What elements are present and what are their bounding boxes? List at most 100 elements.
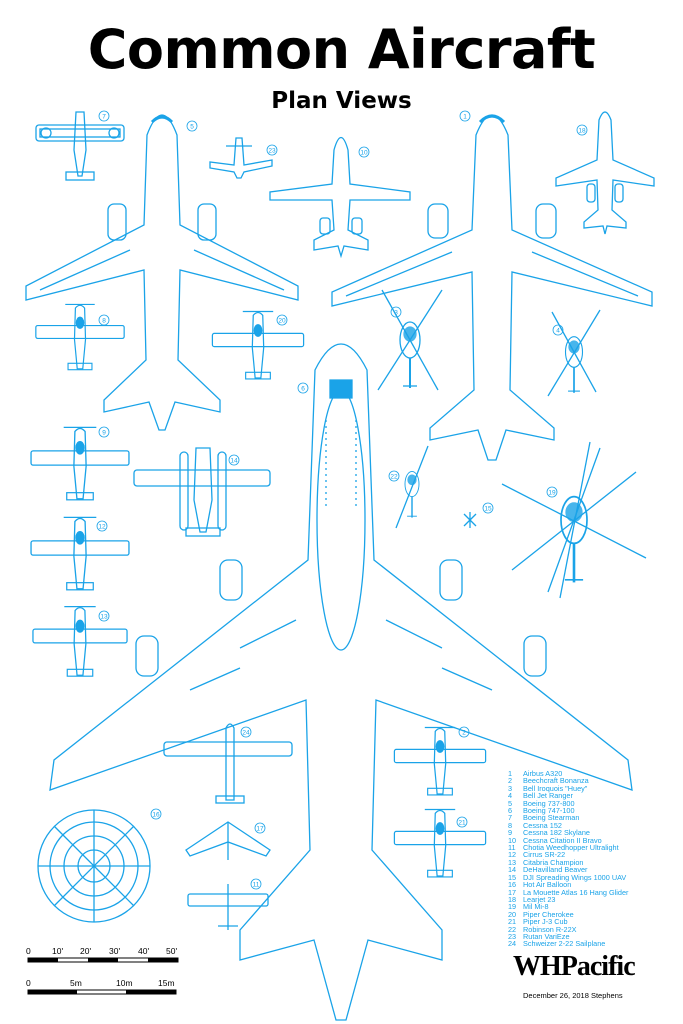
legend-item-number: 16 bbox=[508, 880, 517, 890]
callout-14: 14 bbox=[230, 458, 238, 465]
callout-8: 8 bbox=[102, 318, 106, 325]
legend-item-number: 19 bbox=[508, 902, 517, 912]
legend-item-name: Cirrus SR-22 bbox=[523, 850, 566, 860]
legend-item-name: Piper Cherokee bbox=[523, 909, 574, 919]
scale-ft-20: 20' bbox=[80, 946, 92, 956]
legend-item-name: Boeing 737-800 bbox=[523, 798, 575, 808]
legend-item-name: Mil Mi-8 bbox=[523, 902, 549, 912]
aircraft-7-outline bbox=[35, 111, 125, 181]
callout-10: 10 bbox=[360, 150, 368, 157]
legend-item-number: 6 bbox=[508, 806, 513, 816]
aircraft-4-outline bbox=[547, 309, 601, 397]
callout-2: 2 bbox=[462, 730, 466, 737]
legend-item-name: Chotia Weedhopper Ultralight bbox=[523, 843, 619, 853]
callout-5: 5 bbox=[190, 124, 194, 131]
legend-item-number: 18 bbox=[508, 894, 517, 904]
legend-item-name: Bell Jet Ranger bbox=[523, 791, 573, 801]
callout-1: 1 bbox=[463, 114, 467, 121]
legend-item-name: Beechcraft Bonanza bbox=[523, 776, 589, 786]
legend-item-number: 22 bbox=[508, 924, 517, 934]
legend-item: 6 Boeing 747-100 bbox=[508, 806, 628, 816]
callout-11: 11 bbox=[253, 882, 260, 889]
aircraft-11-outline bbox=[187, 884, 269, 930]
scale-ft-50: 50' bbox=[166, 946, 178, 956]
scale-m-10: 10m bbox=[116, 978, 133, 988]
legend-item-name: Cessna Citation II Bravo bbox=[523, 835, 602, 845]
callout-19: 19 bbox=[548, 490, 556, 497]
scale-ft-40: 40' bbox=[138, 946, 150, 956]
legend-item-number: 8 bbox=[508, 820, 513, 830]
legend-item-number: 17 bbox=[508, 887, 517, 897]
legend-item: 15 DJI Spreading Wings 1000 UAV bbox=[508, 872, 628, 882]
legend-item-number: 24 bbox=[508, 939, 517, 949]
legend-item-number: 4 bbox=[508, 791, 513, 801]
credit-line: December 26, 2018 Stephens bbox=[523, 991, 623, 1000]
aircraft-2-outline bbox=[393, 726, 487, 796]
scale-bar-graphic bbox=[27, 957, 179, 995]
callouts bbox=[96, 110, 588, 890]
legend-item-name: Boeing 747-100 bbox=[523, 806, 575, 816]
callout-18: 18 bbox=[578, 128, 586, 135]
legend-item-number: 15 bbox=[508, 872, 517, 882]
callout-24: 24 bbox=[242, 730, 250, 737]
legend-item: 14 DeHavilland Beaver bbox=[508, 865, 628, 875]
aircraft-23-outline bbox=[209, 137, 273, 179]
aircraft-13-outline bbox=[32, 605, 128, 677]
legend-item-number: 13 bbox=[508, 857, 517, 867]
aircraft-19-outline bbox=[501, 441, 647, 599]
aircraft-9-outline bbox=[30, 426, 130, 501]
aircraft-5-outline bbox=[25, 114, 299, 431]
aircraft-17-outline bbox=[185, 821, 271, 860]
callout-12: 12 bbox=[98, 524, 106, 531]
aircraft-22-outline bbox=[395, 445, 429, 529]
legend-item-number: 7 bbox=[508, 813, 513, 823]
aircraft-8-outline bbox=[35, 303, 125, 371]
aircraft-1-outline bbox=[331, 114, 653, 461]
scale-ft-10: 10' bbox=[52, 946, 64, 956]
legend-item-number: 23 bbox=[508, 931, 517, 941]
legend-item-number: 21 bbox=[508, 917, 517, 927]
legend-item-name: Hot Air Balloon bbox=[523, 880, 572, 890]
legend-item-name: DJI Spreading Wings 1000 UAV bbox=[523, 872, 627, 882]
callout-17: 17 bbox=[256, 826, 264, 833]
callout-13: 13 bbox=[100, 614, 108, 621]
legend-item-number: 10 bbox=[508, 835, 517, 845]
legend-item: 21 Piper J-3 Cub bbox=[508, 917, 628, 927]
aircraft-14-outline bbox=[133, 447, 271, 537]
whpacific-logo: WHPacific bbox=[513, 951, 636, 982]
legend-item-name: DeHavilland Beaver bbox=[523, 865, 588, 875]
legend-item-number: 14 bbox=[508, 865, 517, 875]
callout-22: 22 bbox=[390, 474, 398, 481]
aircraft-18-outline bbox=[555, 111, 655, 235]
legend-item: 13 Citabria Champion bbox=[508, 857, 628, 867]
legend-item-name: La Mouette Atlas 16 Hang Glider bbox=[523, 887, 629, 897]
callout-6: 6 bbox=[301, 386, 305, 393]
page-subtitle: Plan Views bbox=[271, 88, 412, 114]
callout-23: 23 bbox=[268, 148, 276, 155]
aircraft-12-outline bbox=[30, 516, 130, 591]
aircraft-21-outline bbox=[393, 808, 487, 878]
callout-9: 9 bbox=[102, 430, 106, 437]
legend-item-name: Airbus A320 bbox=[523, 769, 563, 778]
legend-item-name: Cessna 152 bbox=[523, 820, 562, 830]
scale-m-0: 0 bbox=[26, 978, 31, 988]
scale-bars: 0 10' 20' 30' 40' 50' 0 5m 10m 15m bbox=[26, 946, 186, 1002]
scale-m-15: 15m bbox=[158, 978, 175, 988]
legend-item-name: Bell Iroquois "Huey" bbox=[523, 783, 588, 793]
legend-item-name: Piper J-3 Cub bbox=[523, 917, 568, 927]
callout-20: 20 bbox=[278, 318, 286, 325]
legend-item: 16 Hot Air Balloon bbox=[508, 880, 628, 890]
legend-item-number: 20 bbox=[508, 909, 517, 919]
callout-21: 21 bbox=[458, 820, 466, 827]
legend-item: 17 La Mouette Atlas 16 Hang Glider bbox=[508, 887, 629, 897]
callout-16: 16 bbox=[152, 812, 160, 819]
legend-item-name: Citabria Champion bbox=[523, 857, 584, 867]
